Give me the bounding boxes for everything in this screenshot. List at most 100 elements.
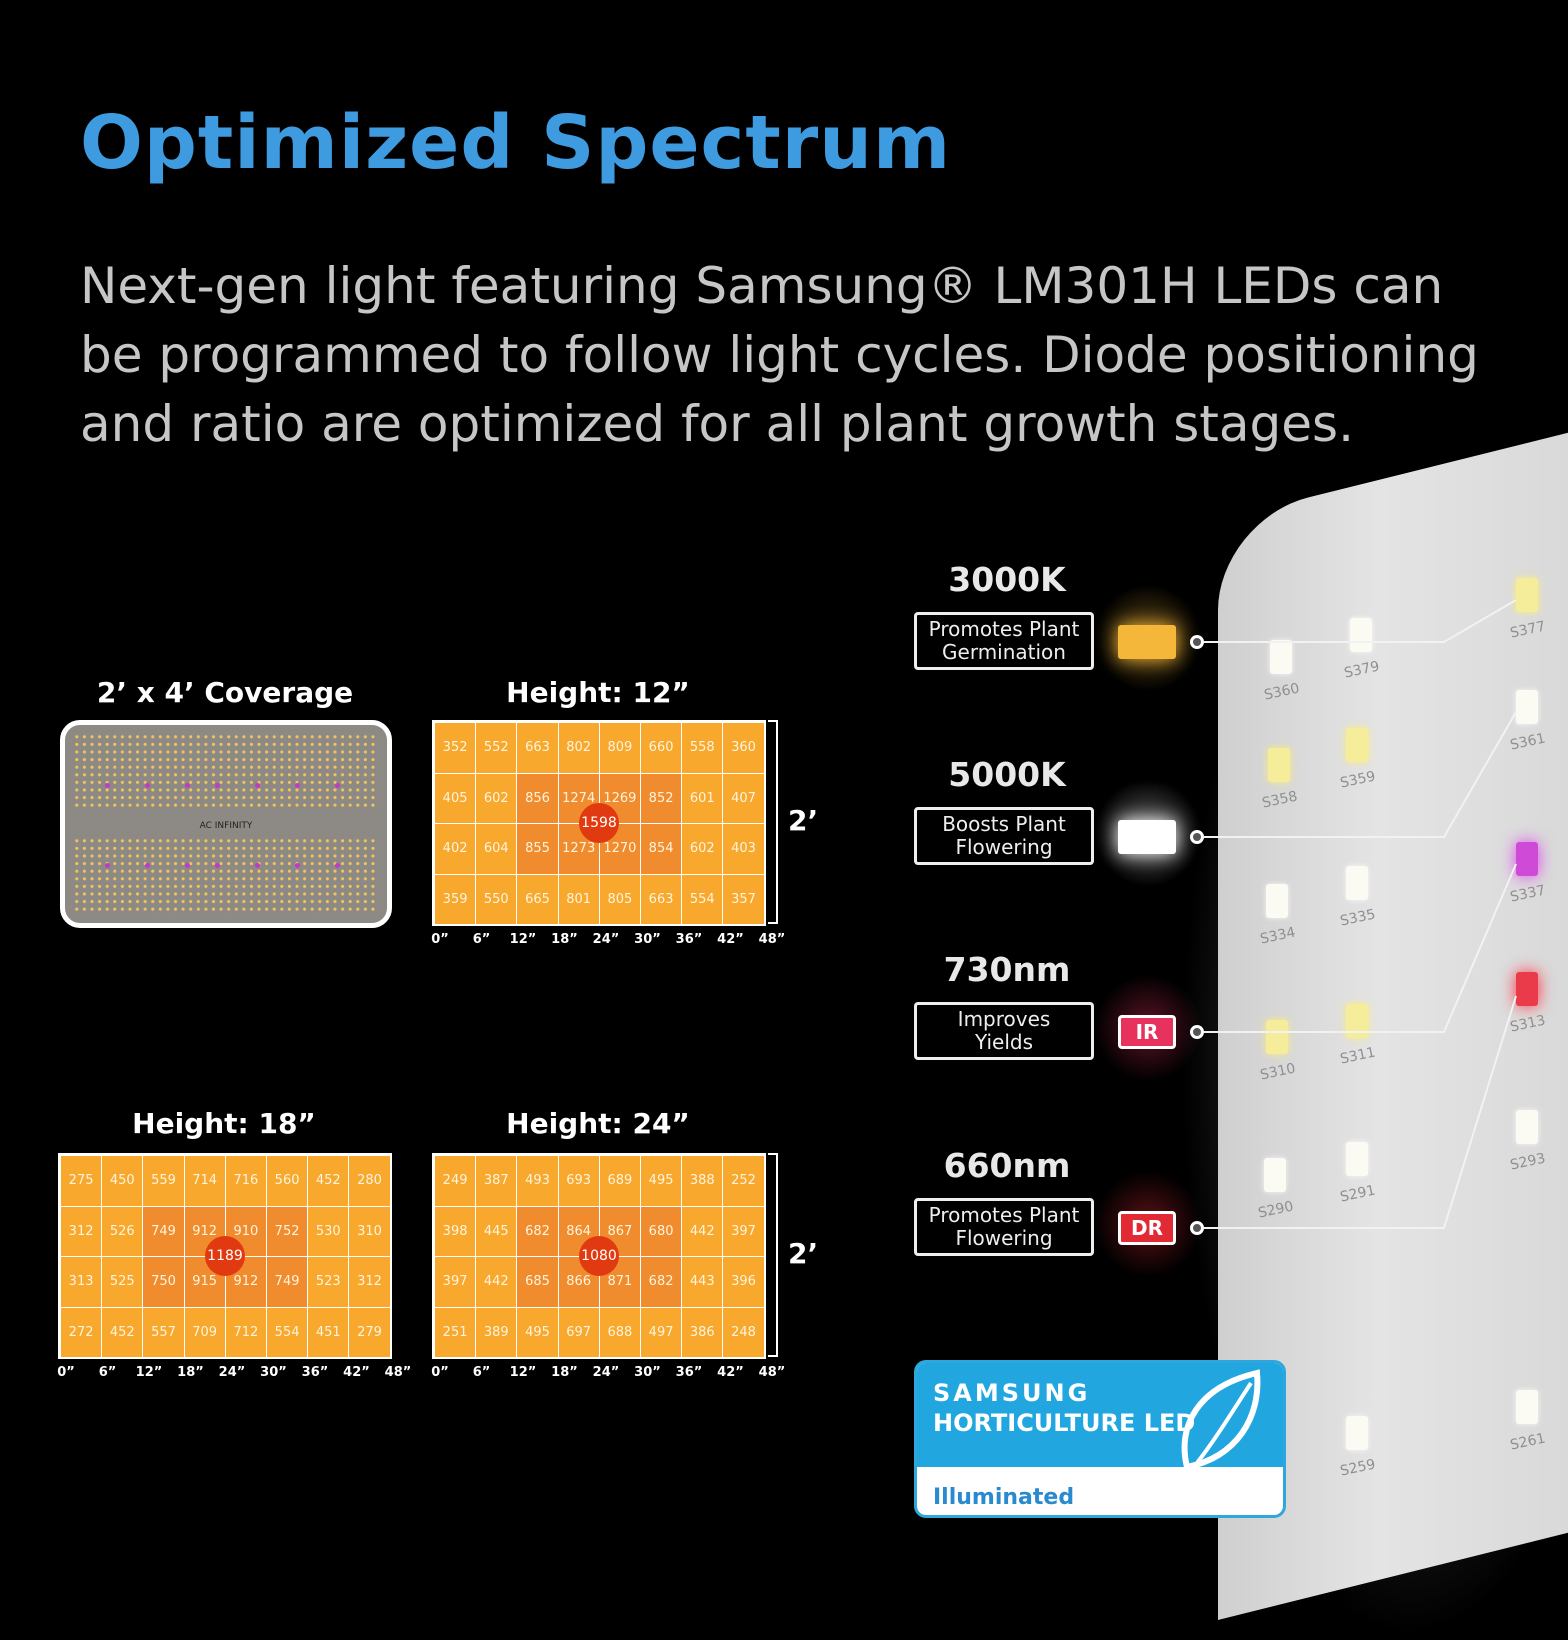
ppfd-cell: 493 (517, 1156, 558, 1206)
ppfd-cell: 249 (435, 1156, 476, 1206)
intro-line: be programmed to follow light cycles. Di… (80, 326, 1479, 384)
ppfd-cell: 272 (61, 1307, 102, 1357)
ppfd-cell: 405 (435, 773, 476, 823)
intro-line: and ratio are optimized for all plant gr… (80, 395, 1354, 453)
x-axis-tick-label: 12” (509, 1365, 537, 1380)
samsung-logo-text: SAMSUNG (933, 1379, 1091, 1407)
led-chip (1346, 866, 1368, 900)
ppfd-cell: 856 (517, 773, 558, 823)
ppfd-x-axis: 0”6”12”18”24”30”36”42”48” (57, 1365, 411, 1385)
ppfd-cell: 688 (599, 1307, 640, 1357)
led-chip (1266, 884, 1288, 918)
ppfd-cell: 359 (435, 874, 476, 924)
x-axis-tick-label: 36” (675, 1365, 703, 1380)
x-axis-tick-label: 30” (634, 1365, 661, 1380)
ppfd-cell: 552 (476, 723, 517, 773)
ppfd-cell: 525 (102, 1257, 143, 1307)
ppfd-cell: 855 (517, 824, 558, 874)
ppfd-cell: 397 (723, 1206, 764, 1256)
ppfd-cell: 854 (641, 824, 682, 874)
spectrum-badge: DR (1118, 1211, 1176, 1245)
ppfd-cell: 389 (476, 1307, 517, 1357)
ppfd-cell: 560 (267, 1156, 308, 1206)
x-axis-tick-label: 18” (551, 1365, 578, 1380)
ppfd-cell: 750 (143, 1257, 184, 1307)
fixture-brand-label: AC INFINITY (199, 821, 253, 831)
ppfd-cell: 714 (184, 1156, 225, 1206)
x-axis-tick-label: 48” (384, 1365, 412, 1380)
x-axis-tick-label: 42” (717, 932, 744, 947)
ppfd-cell: 852 (641, 773, 682, 823)
x-axis-tick-label: 36” (675, 932, 703, 947)
ppfd-cell: 680 (641, 1206, 682, 1256)
ppfd-cell: 602 (682, 824, 723, 874)
ppfd-cell: 403 (723, 824, 764, 874)
led-chip (1516, 1390, 1538, 1424)
ppfd-cell: 805 (599, 874, 640, 924)
ppfd-cell: 682 (641, 1257, 682, 1307)
ppfd-cell: 682 (517, 1206, 558, 1256)
ppfd-cell: 396 (723, 1257, 764, 1307)
x-axis-tick-label: 30” (634, 932, 661, 947)
led-chip (1516, 690, 1538, 724)
spectrum-benefit-text: Yields (974, 1030, 1034, 1054)
ppfd-cell: 252 (723, 1156, 764, 1206)
depth-label: 2’ (788, 1237, 819, 1270)
ppfd-cell: 663 (641, 874, 682, 924)
ppfd-map-title: Height: 18” (132, 1107, 316, 1140)
x-axis-tick-label: 42” (343, 1365, 370, 1380)
ppfd-cell: 558 (682, 723, 723, 773)
fixture-illustration: AC INFINITY (60, 720, 392, 928)
ppfd-cell: 495 (517, 1307, 558, 1357)
ppfd-cell: 387 (476, 1156, 517, 1206)
ppfd-cell: 279 (349, 1307, 390, 1357)
x-axis-tick-label: 6” (98, 1365, 117, 1380)
led-chip (1516, 842, 1538, 876)
ppfd-cell: 523 (308, 1257, 349, 1307)
ppfd-cell: 451 (308, 1307, 349, 1357)
x-axis-tick-label: 42” (717, 1365, 744, 1380)
led-chip (1350, 618, 1372, 652)
x-axis-tick-label: 48” (758, 1365, 786, 1380)
spectrum-benefit-text: Improves (957, 1007, 1051, 1031)
spectrum-benefit-text: Germination (942, 640, 1066, 664)
samsung-horticulture-badge: SAMSUNG HORTICULTURE LED Illuminated (914, 1360, 1286, 1518)
spectrum-benefit-text: Boosts Plant (942, 812, 1066, 836)
spectrum-color-swatch (1118, 820, 1176, 854)
ppfd-cell: 352 (435, 723, 476, 773)
ppfd-peak-marker: 1080 (579, 1236, 619, 1276)
led-chip (1516, 578, 1538, 612)
x-axis-tick-label: 24” (592, 932, 620, 947)
led-chip (1266, 1020, 1288, 1054)
ppfd-cell: 685 (517, 1257, 558, 1307)
ppfd-cell: 450 (102, 1156, 143, 1206)
ppfd-cell: 693 (558, 1156, 599, 1206)
ppfd-cell: 526 (102, 1206, 143, 1256)
x-axis-tick-label: 12” (135, 1365, 163, 1380)
x-axis-tick-label: 0” (431, 1365, 449, 1380)
connector-node (1190, 830, 1204, 844)
ppfd-cell: 312 (61, 1206, 102, 1256)
ppfd-cell: 749 (267, 1257, 308, 1307)
ppfd-cell: 248 (723, 1307, 764, 1357)
depth-bracket (768, 720, 778, 924)
led-chip (1516, 972, 1538, 1006)
ppfd-x-axis: 0”6”12”18”24”30”36”42”48” (431, 1365, 785, 1385)
x-axis-tick-label: 18” (551, 932, 578, 947)
ppfd-x-axis: 0”6”12”18”24”30”36”42”48” (431, 932, 785, 952)
ppfd-cell: 557 (143, 1307, 184, 1357)
ppfd-cell: 749 (143, 1206, 184, 1256)
ppfd-cell: 357 (723, 874, 764, 924)
led-chip (1346, 1416, 1368, 1450)
led-chip (1516, 1110, 1538, 1144)
spectrum-heading: 3000K (948, 560, 1066, 599)
ppfd-cell: 1274 (558, 773, 599, 823)
ppfd-cell: 554 (682, 874, 723, 924)
ppfd-map-title: Height: 24” (506, 1107, 690, 1140)
ppfd-peak-marker: 1598 (579, 803, 619, 843)
